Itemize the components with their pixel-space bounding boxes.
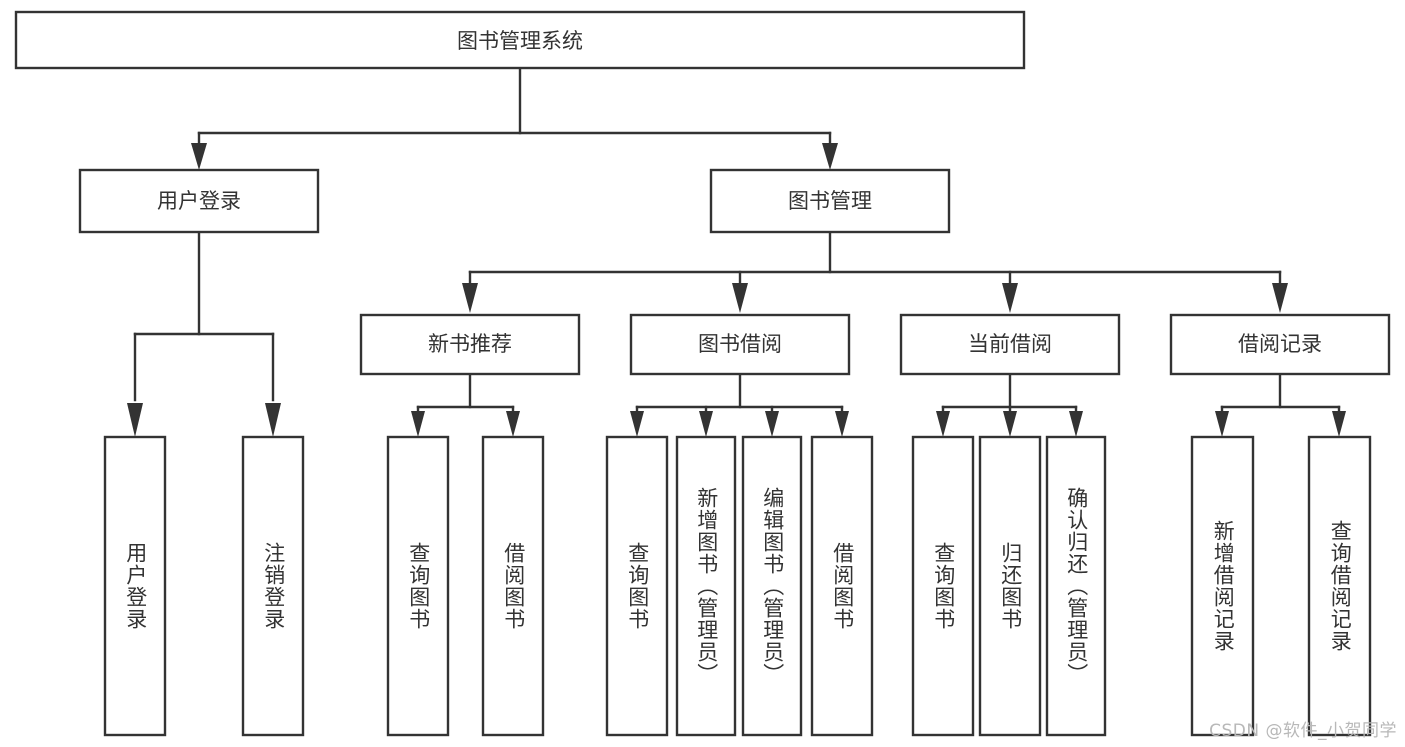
node-new-book-recommend[interactable] [359,313,581,376]
node-leaf-user-logout[interactable] [241,435,305,737]
node-leaf-add-record[interactable] [1190,435,1255,737]
arrow-down-icon [822,143,838,170]
node-book-borrow-label: 图书借阅 [698,332,782,356]
arrow-down-icon [1003,411,1017,437]
arrow-down-icon [630,411,644,437]
arrow-down-icon [506,411,520,437]
node-leaf-query-book-3[interactable] [911,435,975,737]
arrow-down-icon [699,411,713,437]
node-leaf-query-record[interactable] [1307,435,1372,737]
node-root-label: 图书管理系统 [457,29,583,53]
arrow-down-icon [1069,411,1083,437]
arrow-down-icon [765,411,779,437]
node-user-login-label: 用户登录 [157,189,241,213]
arrow-down-icon [1002,283,1018,313]
arrow-down-icon [936,411,950,437]
node-leaf-query-book-1[interactable] [386,435,450,737]
arrow-down-icon [462,283,478,313]
node-leaf-confirm-return[interactable] [1045,435,1107,737]
arrow-down-icon [732,283,748,313]
arrow-down-icon [411,411,425,437]
node-book-management-label: 图书管理 [788,189,872,213]
arrow-down-icon [1215,411,1229,437]
arrow-down-icon [835,411,849,437]
node-leaf-borrow-book-2[interactable] [810,435,874,737]
node-root[interactable] [14,10,1026,70]
node-new-book-recommend-label: 新书推荐 [428,332,512,356]
arrow-down-icon [1332,411,1346,437]
node-leaf-edit-book[interactable] [741,435,803,737]
watermark-text: CSDN @软件_小贺同学 [1209,721,1397,741]
node-current-borrow[interactable] [899,313,1121,376]
arrow-down-icon [265,403,281,437]
arrow-down-icon [1272,283,1288,313]
edges-group [127,66,1346,437]
node-leaf-query-book-2[interactable] [605,435,669,737]
node-leaf-add-book[interactable] [675,435,737,737]
node-leaf-user-login[interactable] [103,435,167,737]
arrow-down-icon [191,143,207,170]
node-borrow-record[interactable] [1169,313,1391,376]
node-book-borrow[interactable] [629,313,851,376]
arrow-down-icon [127,403,143,437]
node-current-borrow-label: 当前借阅 [968,332,1052,356]
node-borrow-record-label: 借阅记录 [1238,332,1322,356]
node-leaf-borrow-book-1[interactable] [481,435,545,737]
nodes-group: 图书管理系统 用户登录 图书管理 新书推荐 图书借阅 当前借阅 借阅记录 [14,10,1391,737]
node-leaf-return-book[interactable] [978,435,1042,737]
node-book-management[interactable] [709,168,951,234]
node-user-login[interactable] [78,168,320,234]
